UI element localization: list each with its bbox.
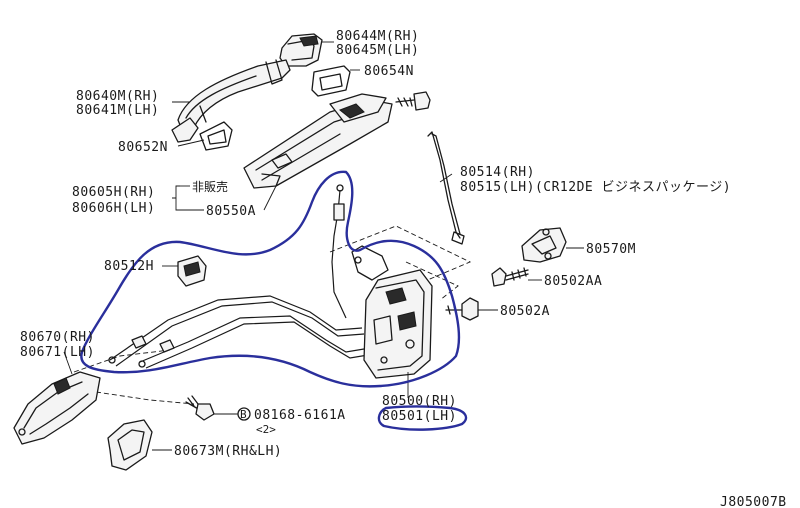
label-80515: 80515(LH)(CR12DE ビジネスパッケージ) [460, 180, 731, 195]
label-80512: 80512H [104, 259, 154, 274]
label-80502aa: 80502AA [544, 274, 602, 289]
label-80501: 80501(LH) [382, 409, 457, 424]
leader-80550b [263, 185, 277, 211]
label-80570: 80570M [586, 242, 636, 257]
label-diagram-code: J805007B [720, 495, 787, 508]
dashed-outline-mid [405, 261, 459, 301]
bolt-symbol-circle [237, 407, 251, 421]
label-bolt-symbol: B [240, 408, 247, 421]
label-80606: 80606H(LH) [72, 201, 155, 216]
label-bolt-qty: <2> [256, 423, 276, 436]
label-80652: 80652N [118, 140, 168, 155]
dashed-outline-bottom [95, 391, 195, 405]
screw-a-part [445, 297, 479, 321]
lock-cable-part [108, 184, 375, 369]
highlight-loop-marker [80, 170, 461, 388]
label-80641: 80641M(LH) [76, 103, 159, 118]
label-80654: 80654N [364, 64, 414, 79]
label-80500: 80500(RH) [382, 394, 457, 409]
label-80670: 80670(RH) [20, 330, 95, 345]
leader-80514 [439, 173, 453, 183]
outside-handle-part [171, 59, 291, 143]
inside-handle-part [13, 371, 101, 445]
label-80514: 80514(RH) [460, 165, 535, 180]
label-80640: 80640M(RH) [76, 89, 159, 104]
handle-gasket-lower-part [199, 121, 233, 151]
rod-part [427, 131, 465, 245]
label-80671: 80671(LH) [20, 345, 95, 360]
part-number-circle-marker [377, 405, 468, 431]
handle-escutcheon-part [279, 33, 323, 67]
screw-aa-part [491, 267, 529, 287]
leader-80670 [63, 351, 73, 375]
label-08168: 08168-6161A [254, 408, 346, 423]
label-80550: 80550A [206, 204, 256, 219]
handle-gasket-part [311, 65, 351, 97]
cable-clip-part [177, 255, 207, 287]
striker-part [521, 227, 567, 263]
handle-frame-part [243, 93, 393, 189]
bracket-80605 [172, 185, 180, 211]
label-80644: 80644M(RH) [336, 29, 419, 44]
label-hihanbai: 非販売 [192, 179, 228, 194]
label-80673: 80673M(RH&LH) [174, 444, 282, 459]
label-80645: 80645M(LH) [336, 43, 419, 58]
inside-escutcheon-part [107, 419, 153, 471]
leader-80652 [177, 139, 205, 147]
label-80502a: 80502A [500, 304, 550, 319]
bolt-part [185, 395, 215, 421]
dashed-outline-top [329, 225, 472, 291]
door-lock-actuator-part [351, 245, 433, 379]
screw-part [395, 91, 431, 111]
label-80605: 80605H(RH) [72, 185, 155, 200]
